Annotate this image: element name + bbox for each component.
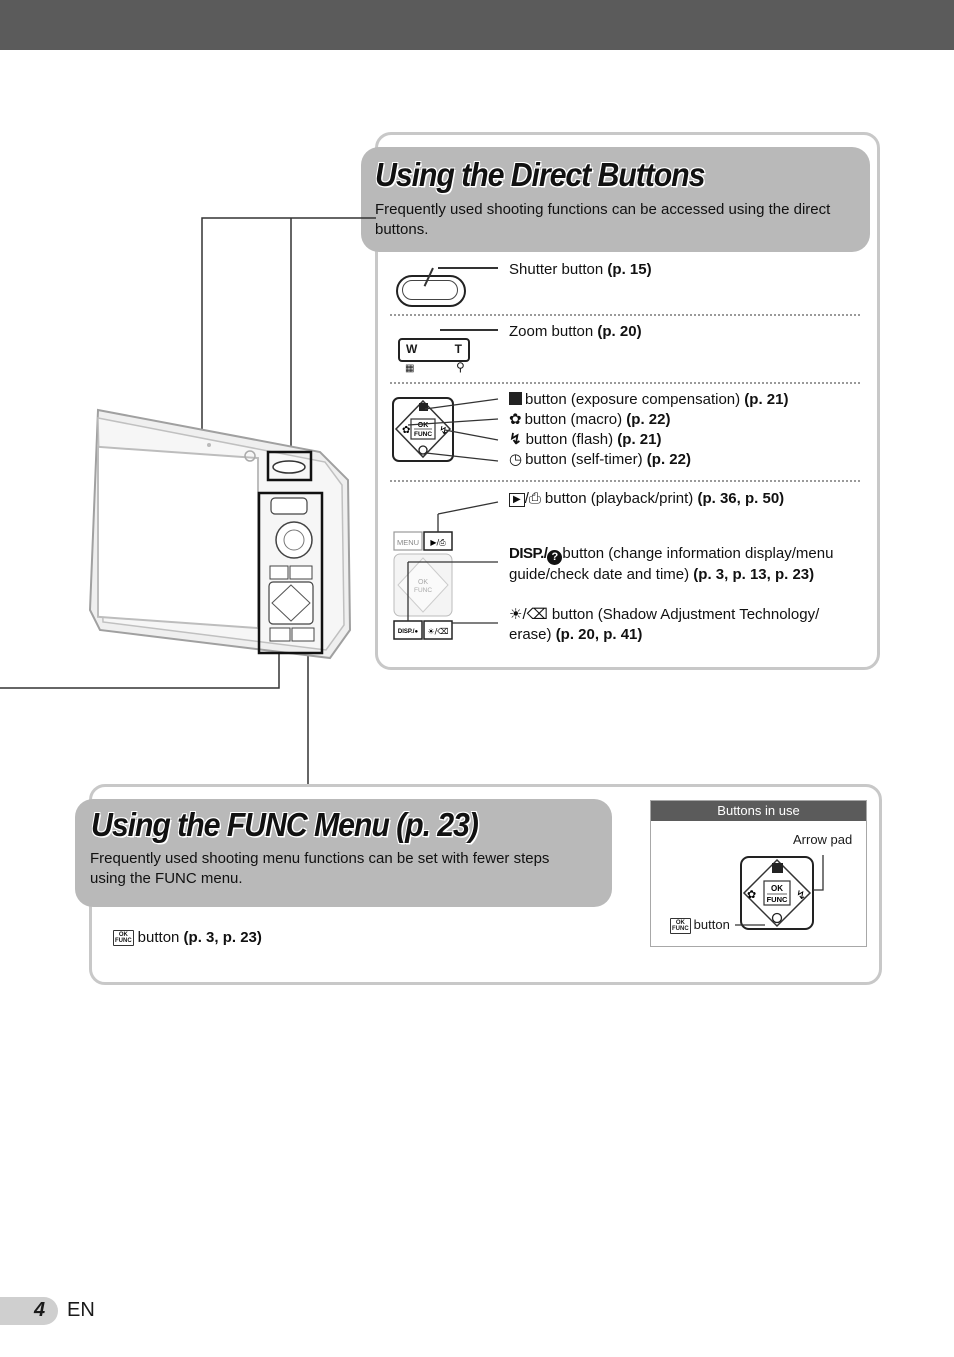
divider (390, 480, 860, 482)
exposure-ref: (p. 21) (744, 391, 789, 408)
svg-text:↯: ↯ (439, 424, 448, 437)
macro-label: button (macro) (524, 411, 627, 428)
disp-ref: (p. 3, p. 13, p. 23) (693, 566, 815, 583)
svg-text:OK: OK (771, 884, 783, 893)
inuse-button-text: button (693, 917, 730, 932)
self-timer-item: ◷button (self-timer) (p. 22) (509, 450, 691, 470)
svg-text:✿: ✿ (747, 888, 756, 901)
zoom-ref: (p. 20) (597, 323, 642, 340)
flash-icon: ↯ (509, 431, 522, 448)
direct-buttons-header (361, 147, 870, 252)
help-icon: ? (547, 550, 563, 565)
svg-text:DISP./●: DISP./● (398, 629, 419, 635)
svg-text:OK: OK (418, 579, 428, 586)
flash-ref: (p. 21) (617, 431, 662, 448)
shadow-ref: (p. 20, p. 41) (555, 626, 643, 643)
camera-illustration (0, 217, 376, 786)
playback-ref: (p. 36, p. 50) (697, 490, 785, 507)
shadow-adjust-icon: ☀ (509, 606, 523, 623)
direct-buttons-description: Frequently used shooting functions can b… (375, 201, 831, 238)
shutter-ref: (p. 15) (607, 261, 652, 278)
divider (390, 314, 860, 316)
erase-icon: ⌫ (526, 606, 548, 623)
print-icon: ⎙ (528, 490, 541, 507)
disp-prefix: DISP./ (509, 545, 548, 562)
shadow-item: ☀/⌫button (Shadow Adjustment Technology/… (509, 606, 820, 643)
macro-icon: ✿ (509, 411, 522, 428)
playback-item: ▶/⎙button (playback/print) (p. 36, p. 50… (509, 489, 784, 509)
flash-item: ↯button (flash) (p. 21) (509, 430, 661, 450)
top-bar (0, 0, 954, 50)
func-menu-title: Using the FUNC Menu (p. 23) (91, 806, 479, 843)
zoom-item: Zoom button (p. 20) (509, 322, 642, 342)
playback-label: button (playback/print) (544, 490, 698, 507)
language-code: EN (67, 1299, 95, 1321)
flash-label: button (flash) (525, 431, 618, 448)
page-number: 4 (34, 1299, 46, 1321)
func-item-ref: (p. 3, p. 23) (183, 929, 262, 946)
svg-text:OK: OK (418, 422, 429, 429)
shutter-item: Shutter button (p. 15) (509, 260, 652, 280)
zoom-button-illustration: W T (398, 338, 470, 362)
self-timer-icon: ◷ (509, 451, 523, 468)
svg-text:☀/⌫: ☀/⌫ (427, 627, 448, 636)
buttons-in-use-box: Buttons in use (650, 800, 867, 947)
func-arrow-pad-illustration: OK FUNC ✿ ↯ (735, 855, 824, 930)
zoom-w: W (406, 342, 418, 356)
shadow-label: button (Shadow Adjustment Technology/ er… (509, 606, 820, 643)
svg-text:▶/⎙: ▶/⎙ (430, 538, 446, 547)
self-timer-label: button (self-timer) (525, 451, 647, 468)
grid-icon: ▦ (405, 363, 415, 374)
zoom-t: T (454, 342, 462, 356)
func-menu-header (75, 799, 612, 907)
exposure-icon (509, 392, 522, 405)
svg-text:✿: ✿ (402, 425, 410, 436)
divider (390, 382, 860, 384)
playback-icon: ▶ (509, 493, 525, 507)
exposure-label: button (exposure compensation) (525, 391, 745, 408)
svg-text:↯: ↯ (796, 888, 806, 902)
rear-buttons-illustration: MENU ▶/⎙ OK FUNC DISP./● ☀/⌫ (393, 501, 499, 640)
arrow-pad-label: Arrow pad (793, 832, 853, 847)
direct-buttons-title: Using the Direct Buttons (375, 156, 706, 193)
func-menu-description: Frequently used shooting menu functions … (90, 850, 550, 887)
macro-item: ✿button (macro) (p. 22) (509, 410, 670, 430)
self-timer-ref: (p. 22) (646, 451, 691, 468)
macro-ref: (p. 22) (626, 411, 671, 428)
buttons-in-use-header: Buttons in use (651, 801, 866, 821)
disp-label: button (change information display/menu … (509, 545, 834, 583)
disp-item: DISP./?button (change information displa… (509, 544, 864, 585)
arrow-pad-illustration: OK FUNC ✿ ↯ (392, 397, 499, 462)
exposure-item: button (exposure compensation) (p. 21) (509, 390, 788, 410)
page-number-tab: 4 (0, 1297, 58, 1325)
shutter-label: Shutter button (509, 261, 608, 278)
svg-text:FUNC: FUNC (414, 431, 432, 438)
magnifier-icon: ⚲ (456, 360, 465, 374)
svg-text:FUNC: FUNC (767, 895, 788, 904)
svg-text:FUNC: FUNC (414, 587, 432, 594)
svg-text:MENU: MENU (397, 538, 419, 547)
zoom-label: Zoom button (509, 323, 598, 340)
func-item-label: button (137, 929, 184, 946)
shutter-button-illustration (396, 275, 466, 307)
